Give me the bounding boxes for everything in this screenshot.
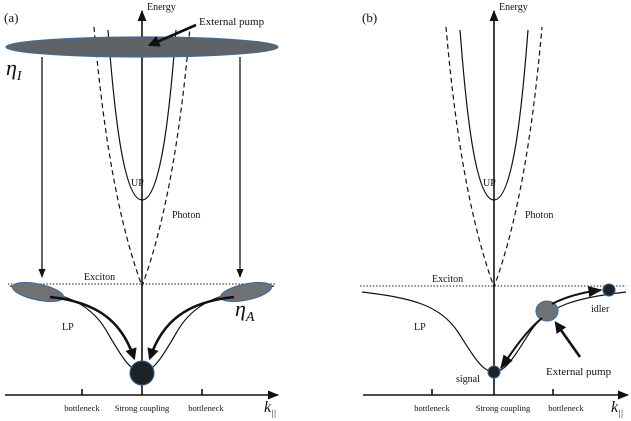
panel-a: (a) Energy k|| bottleneck Strong couplin…	[4, 2, 280, 418]
panel-a-tick-label-bottleneck-right: bottleneck	[188, 403, 224, 413]
panel-a-scatter-arrow-left	[49, 295, 137, 361]
panel-a-photon-curve	[93, 26, 191, 288]
panel-b-lp-label: LP	[414, 322, 426, 333]
panel-a-bottleneck-ellipse-left	[11, 281, 65, 303]
panel-b-arrow-to-signal	[500, 317, 543, 370]
panel-b-label: (b)	[362, 10, 377, 25]
panel-b: (b) Energy k|| bottleneck Strong couplin…	[360, 2, 630, 418]
panel-b-exciton-label: Exciton	[432, 274, 463, 285]
panel-a-exciton-label: Exciton	[84, 272, 115, 283]
panel-a-up-label: UP	[131, 178, 144, 189]
panel-a-bottleneck-ellipse-right	[219, 281, 273, 303]
panel-b-signal-label: signal	[456, 374, 480, 385]
panel-a-scatter-arrow-right	[147, 295, 235, 361]
panel-b-idler-label: idler	[591, 304, 610, 315]
panel-b-up-label: UP	[483, 178, 496, 189]
panel-a-reservoir-ellipse	[5, 36, 279, 58]
panel-a-external-pump-arrow	[147, 23, 197, 47]
panel-b-tick-label-strong-coupling: Strong coupling	[476, 403, 531, 413]
panel-a-photon-label: Photon	[172, 210, 200, 221]
panel-a-y-axis-label: Energy	[147, 2, 176, 13]
panel-b-up-curve	[459, 29, 529, 201]
panel-b-y-axis-label: Energy	[499, 2, 528, 13]
panel-a-label: (a)	[4, 10, 18, 25]
panel-a-x-axis-label: k||	[264, 399, 276, 418]
panel-a-lp-label: LP	[62, 322, 74, 333]
panel-b-external-pump-arrow	[554, 321, 582, 358]
panel-b-pump-ellipse	[535, 300, 559, 322]
panel-b-tick-label-bottleneck-right: bottleneck	[548, 403, 584, 413]
panel-a-eta-i-label: ηI	[6, 55, 23, 84]
panel-a-tick-label-strong-coupling: Strong coupling	[115, 403, 170, 413]
panel-a-tick-label-bottleneck-left: bottleneck	[64, 403, 100, 413]
panel-a-up-curve	[107, 29, 177, 201]
panel-b-photon-curve	[445, 26, 543, 289]
panel-b-tick-label-bottleneck-left: bottleneck	[414, 403, 450, 413]
panel-b-arrow-to-idler	[551, 286, 603, 305]
panel-b-external-pump-label: External pump	[546, 366, 612, 378]
panel-b-signal-dot	[487, 365, 501, 379]
panel-a-eta-a-label: ηA	[235, 296, 255, 325]
panel-b-photon-label: Photon	[525, 210, 553, 221]
panel-b-x-axis-label: k||	[611, 399, 623, 418]
panel-a-condensate-dot	[129, 360, 155, 386]
panel-a-external-pump-label: External pump	[199, 16, 265, 28]
panel-b-idler-dot	[602, 283, 616, 297]
